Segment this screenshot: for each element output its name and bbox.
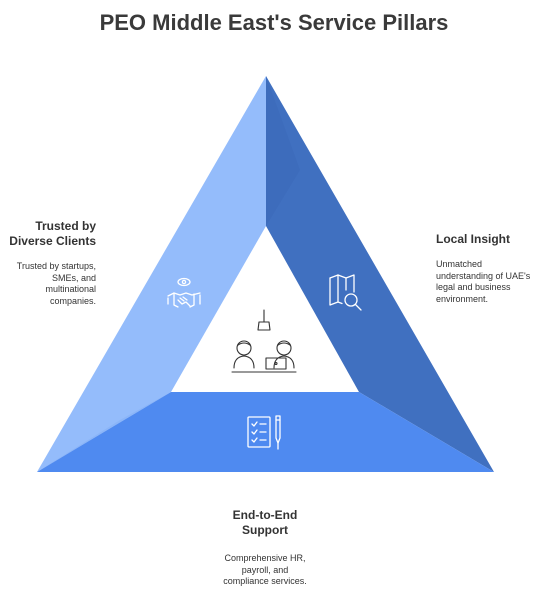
bottom-pillar-description: Comprehensive HR, payroll, and complianc… [200, 553, 330, 588]
right-pillar-shade [266, 76, 300, 226]
handshake-eye-icon [167, 277, 201, 308]
bottom-pillar-desc-line3: compliance services. [223, 576, 307, 586]
page-title: PEO Middle East's Service Pillars [99, 10, 449, 35]
right-pillar-desc-line3: legal and business [436, 282, 511, 292]
left-pillar-desc-line2: SMEs, and [51, 272, 96, 283]
bottom-pillar-text: End-to-End Support Comprehensive HR, pay… [200, 508, 330, 588]
meeting-people-icon [231, 309, 297, 373]
left-pillar-desc-line4: companies. [49, 295, 96, 306]
map-search-icon [329, 274, 362, 311]
right-pillar-text: Local Insight Unmatched understanding of… [436, 232, 544, 305]
bottom-pillar-desc-line2: payroll, and [241, 564, 289, 575]
left-pillar-segment [37, 76, 266, 472]
left-pillar-heading: Trusted by Diverse Clients [6, 219, 96, 249]
right-pillar-heading: Local Insight [436, 232, 511, 246]
bottom-pillar-heading-line2: Support [242, 523, 288, 537]
left-pillar-heading-line2: Diverse Clients [9, 234, 96, 248]
left-pillar-desc-line3: multinational [45, 284, 96, 294]
bottom-pillar-heading-line1: End-to-End [232, 508, 298, 522]
left-pillar-heading-line1: Trusted by [35, 219, 96, 233]
right-pillar-segment [266, 76, 494, 472]
bottom-pillar-heading: End-to-End Support [200, 508, 330, 538]
right-pillar-description: Unmatched understanding of UAE's legal a… [436, 259, 544, 305]
right-pillar-desc-line1: Unmatched [436, 259, 483, 269]
checklist-pen-icon [247, 415, 281, 450]
left-pillar-description: Trusted by startups, SMEs, and multinati… [6, 261, 96, 307]
bottom-pillar-desc-line1: Comprehensive HR, [224, 553, 306, 563]
right-pillar-desc-line2: understanding of UAE's [436, 270, 531, 281]
left-pillar-text: Trusted by Diverse Clients Trusted by st… [6, 219, 96, 307]
left-pillar-desc-line1: Trusted by startups, [16, 261, 96, 271]
right-pillar-desc-line4: environment. [436, 293, 489, 304]
